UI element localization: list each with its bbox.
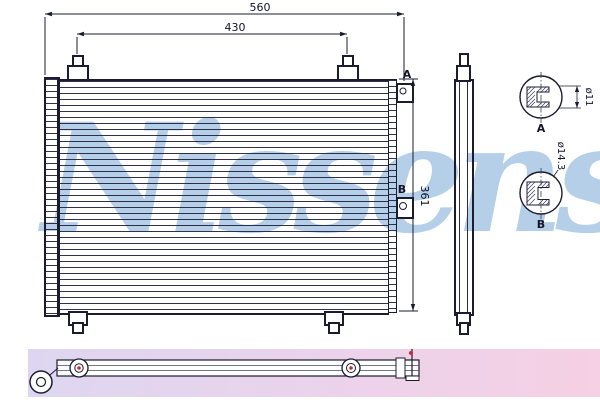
detail-a-label: A xyxy=(537,122,546,135)
bottom-end-accent xyxy=(409,351,413,355)
top-pin-right-base xyxy=(337,65,359,81)
bottom-flange-right-accent xyxy=(349,366,353,370)
dim-text-430: 430 xyxy=(225,21,246,34)
hatch-a xyxy=(526,86,550,108)
side-view-inner-lines xyxy=(459,81,468,314)
side-view-top-base xyxy=(456,65,471,82)
condenser-right-tank xyxy=(388,79,397,313)
port-a-label: A xyxy=(403,68,412,81)
detail-b-label: B xyxy=(537,218,545,231)
port-b-label: B xyxy=(398,183,406,196)
bottom-view xyxy=(29,349,420,394)
bottom-pin-right-stub xyxy=(328,322,340,334)
dimension-arrowheads xyxy=(45,11,580,311)
detail-circle-b xyxy=(519,168,563,219)
top-pin-left-base xyxy=(67,65,89,81)
bottom-pin-left-stub xyxy=(72,322,84,334)
port-a-hole xyxy=(399,87,407,95)
side-view-bottom-stub xyxy=(459,322,469,335)
port-b-hole xyxy=(399,202,407,210)
dim-text-560: 560 xyxy=(250,1,271,14)
dim-text-361: 361 xyxy=(418,186,431,207)
dimension-lines xyxy=(44,13,581,312)
detail-circle-a xyxy=(519,72,563,123)
dim-text-d11: ø11 xyxy=(583,88,594,107)
hatch-b xyxy=(526,181,550,206)
bottom-end-bracket xyxy=(395,357,406,379)
dim-text-d14: ø14.3 xyxy=(555,142,566,170)
bottom-flange-left-accent xyxy=(77,366,81,370)
